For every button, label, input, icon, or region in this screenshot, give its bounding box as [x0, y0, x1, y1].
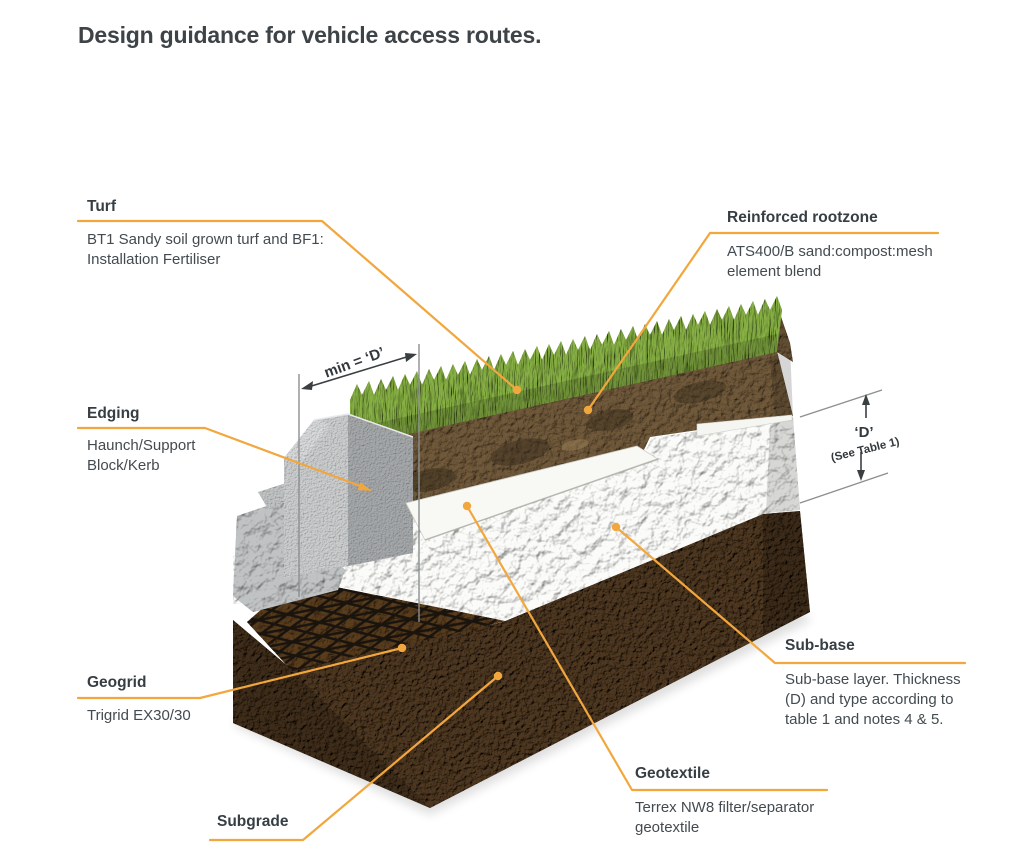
subgrade-leader-dot [493, 671, 503, 681]
subgrade-layer [233, 511, 810, 808]
label-sub-base: Sub-base Sub-base layer. Thickness (D) a… [785, 637, 981, 730]
geotextile-leader-dot [462, 501, 472, 511]
label-turf-desc: BT1 Sandy soil grown turf and BF1: Insta… [87, 231, 324, 268]
page-title: Design guidance for vehicle access route… [78, 22, 542, 48]
subbase-layer [233, 417, 800, 621]
subbase-leader-line [614, 525, 967, 665]
geogrid-mesh [247, 579, 506, 671]
d-text: ‘D’ [854, 424, 873, 441]
label-subgrade-title: Subgrade [217, 813, 289, 830]
label-turf: Turf BT1 Sandy soil grown turf and BF1: … [87, 198, 347, 270]
edging-leader-line [76, 426, 365, 489]
min-d-text: min = ‘D’ [322, 344, 387, 382]
label-subbase-title: Sub-base [785, 637, 855, 654]
leader-lines [76, 219, 967, 842]
label-geogrid: Geogrid Trigrid EX30/30 [87, 674, 267, 726]
rootzone-layer [352, 305, 793, 521]
grass-layer [350, 296, 782, 447]
label-geogrid-title: Geogrid [87, 674, 147, 691]
geogrid-leader-line [76, 646, 404, 700]
label-edging: Edging Haunch/Support Block/Kerb [87, 405, 222, 476]
label-geotextile-desc: Terrex NW8 filter/separator geotextile [635, 799, 815, 836]
label-rootzone-title: Reinforced rootzone [727, 209, 878, 226]
edging-leader-arrowhead [357, 482, 372, 491]
geotextile-leader-line [465, 504, 829, 792]
dimension-extension-lines [298, 344, 889, 622]
label-edging-desc: Haunch/Support Block/Kerb [87, 437, 196, 474]
label-geotextile-title: Geotextile [635, 765, 710, 782]
dimension-d: ‘D’ (See Table 1) [830, 394, 901, 481]
turf-leader-line [76, 219, 519, 392]
label-edging-title: Edging [87, 405, 140, 422]
dimension-min-d: min = ‘D’ [301, 344, 417, 390]
kerb-block [284, 413, 414, 578]
label-subbase-desc: Sub-base layer. Thickness (D) and type a… [785, 671, 961, 728]
geotextile-sheet [405, 414, 793, 541]
label-geotextile: Geotextile Terrex NW8 filter/separator g… [635, 765, 840, 838]
label-subgrade: Subgrade [217, 813, 288, 831]
subbase-leader-dot [611, 522, 621, 532]
label-geogrid-desc: Trigrid EX30/30 [87, 707, 191, 724]
label-rootzone-desc: ATS400/B sand:compost:mesh element blend [727, 243, 933, 280]
rootzone-leader-dot [583, 405, 593, 415]
label-reinforced-rootzone: Reinforced rootzone ATS400/B sand:compos… [727, 209, 945, 282]
subgrade-leader-line [208, 674, 500, 842]
rootzone-leader-line [586, 231, 940, 412]
geogrid-leader-dot [397, 643, 407, 653]
leader-endpoints [357, 385, 621, 681]
label-turf-title: Turf [87, 198, 116, 215]
turf-leader-dot [512, 385, 522, 395]
